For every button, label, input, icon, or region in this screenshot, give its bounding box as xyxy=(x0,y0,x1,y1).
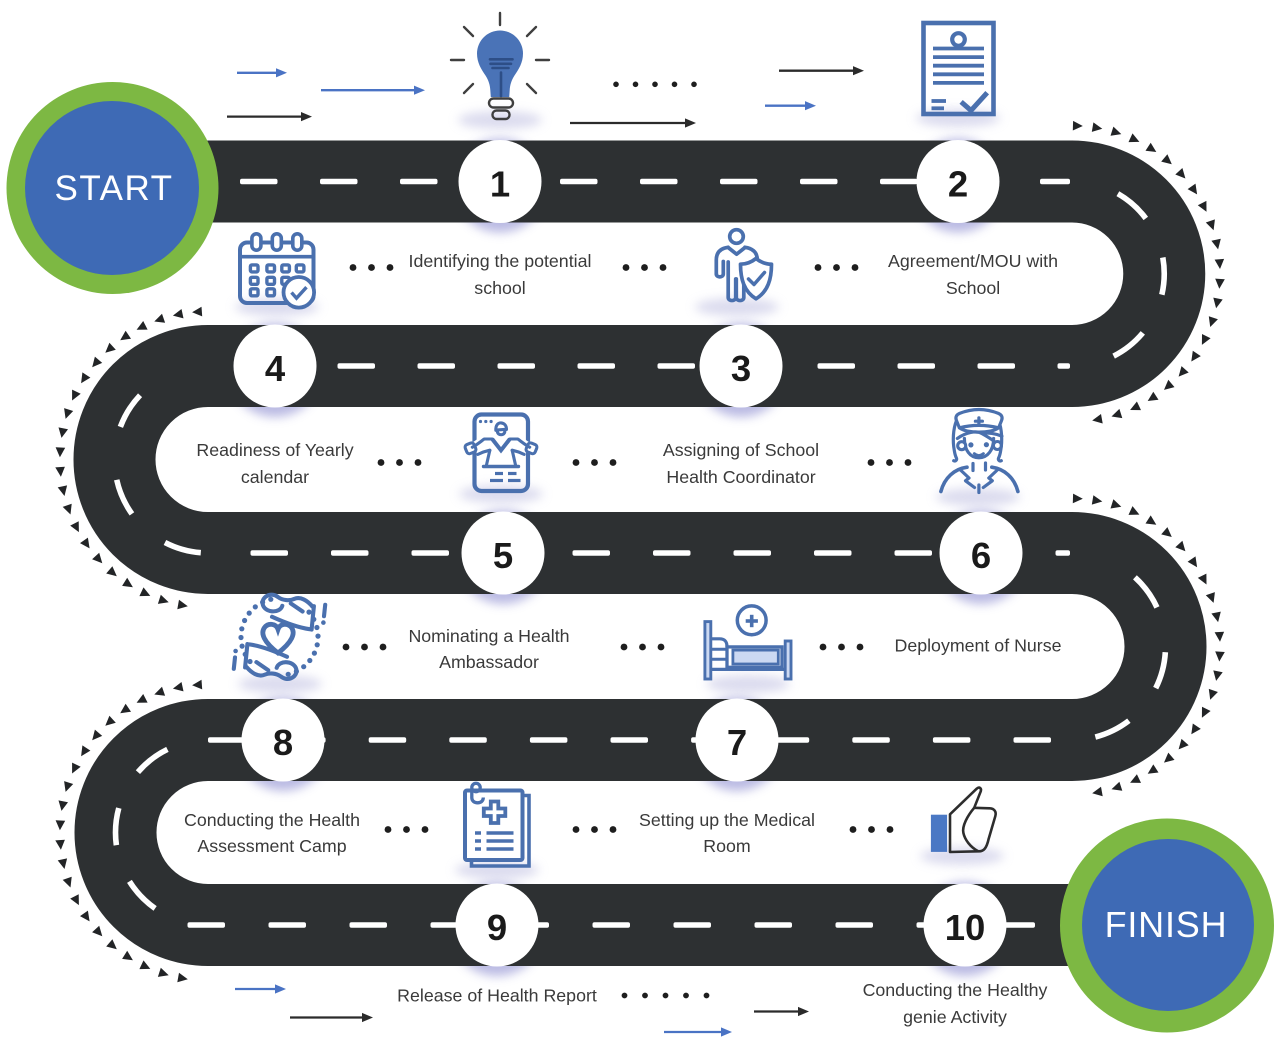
svg-text:Deployment of Nurse: Deployment of Nurse xyxy=(894,636,1061,656)
svg-text:Room: Room xyxy=(703,836,750,856)
svg-text:genie Activity: genie Activity xyxy=(903,1007,1007,1027)
svg-text:calendar: calendar xyxy=(241,467,309,487)
svg-text:2: 2 xyxy=(948,164,968,205)
svg-text:8: 8 xyxy=(273,722,293,763)
svg-text:Nominating a Health: Nominating a Health xyxy=(408,626,569,646)
svg-text:9: 9 xyxy=(487,907,507,948)
svg-text:1: 1 xyxy=(490,164,510,205)
svg-text:5: 5 xyxy=(493,535,513,576)
svg-text:School: School xyxy=(946,278,1000,298)
svg-text:Health Coordinator: Health Coordinator xyxy=(666,467,815,487)
svg-text:Readiness of Yearly: Readiness of Yearly xyxy=(196,440,353,460)
svg-text:Identifying the potential: Identifying the potential xyxy=(409,251,592,271)
svg-text:7: 7 xyxy=(727,722,747,763)
svg-text:Assigning of School: Assigning of School xyxy=(663,440,819,460)
svg-text:Conducting the Healthy: Conducting the Healthy xyxy=(863,980,1048,1000)
svg-text:10: 10 xyxy=(945,907,986,948)
svg-text:Setting up the Medical: Setting up the Medical xyxy=(639,810,815,830)
svg-text:Release of Health Report: Release of Health Report xyxy=(397,986,597,1006)
svg-text:Assessment Camp: Assessment Camp xyxy=(197,836,346,856)
svg-text:Conducting the Health: Conducting the Health xyxy=(184,810,360,830)
svg-text:Ambassador: Ambassador xyxy=(439,652,539,672)
svg-text:4: 4 xyxy=(265,348,286,389)
svg-text:6: 6 xyxy=(971,535,991,576)
svg-text:3: 3 xyxy=(731,348,751,389)
svg-text:START: START xyxy=(55,169,174,208)
svg-text:FINISH: FINISH xyxy=(1105,904,1228,945)
svg-text:school: school xyxy=(474,278,525,298)
svg-text:Agreement/MOU with: Agreement/MOU with xyxy=(888,251,1058,271)
